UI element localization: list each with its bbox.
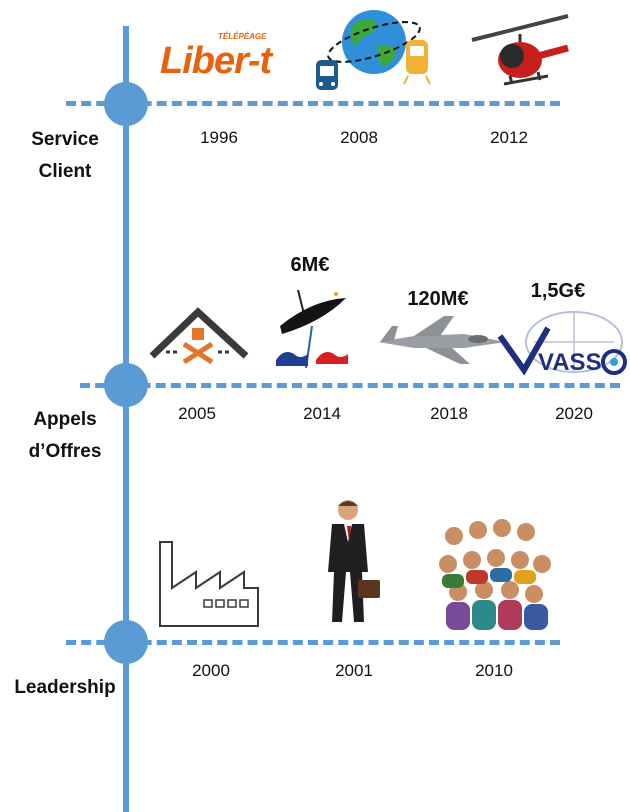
vassco-logo: VASS bbox=[497, 311, 627, 376]
year-label: 2000 bbox=[192, 661, 230, 680]
factory-icon bbox=[159, 541, 259, 627]
businessman-icon bbox=[328, 500, 380, 622]
section-label-leadership: Leadership bbox=[0, 672, 130, 704]
timeline-vertical-line bbox=[123, 26, 129, 812]
globe-bus-train-icon bbox=[316, 10, 431, 90]
section-label-line: Leadership bbox=[14, 677, 116, 698]
year-label: 2014 bbox=[303, 404, 341, 423]
fighter-jet-icon bbox=[378, 316, 506, 364]
year-label: 2010 bbox=[475, 661, 513, 680]
section-label-appels-offres: Appels d’Offres bbox=[10, 404, 120, 468]
space-agency-logo bbox=[276, 289, 348, 369]
timeline-node-appels-offres bbox=[104, 363, 148, 407]
timeline-node-leadership bbox=[104, 620, 148, 664]
year-label: 2005 bbox=[178, 404, 216, 423]
section-label-line: d’Offres bbox=[28, 441, 102, 462]
liber-t-logo: TÉLÉPÉAGE Liber-t bbox=[160, 32, 272, 83]
house-tools-icon bbox=[149, 307, 249, 365]
section-label-line: Client bbox=[38, 161, 92, 182]
amount-label: 1,5G€ bbox=[530, 280, 586, 302]
amount-label: 120M€ bbox=[407, 288, 469, 310]
timeline-branch-appels-offres bbox=[80, 383, 620, 388]
amount-label: 6M€ bbox=[290, 254, 330, 276]
section-label-line: Appels bbox=[33, 409, 97, 430]
year-label: 1996 bbox=[200, 128, 238, 147]
year-label: 2012 bbox=[490, 128, 528, 147]
liber-t-logo-small: TÉLÉPÉAGE bbox=[218, 32, 267, 41]
section-label-service-client: Service Client bbox=[10, 124, 120, 188]
helicopter-icon bbox=[471, 14, 569, 86]
section-label-line: Service bbox=[31, 129, 99, 150]
year-label: 2018 bbox=[430, 404, 468, 423]
liber-t-logo-text: Liber-t bbox=[160, 40, 272, 82]
timeline-branch-leadership bbox=[66, 640, 560, 645]
crowd-icon bbox=[439, 519, 551, 630]
timeline-node-service-client bbox=[104, 82, 148, 126]
vassco-logo-text: VASS bbox=[538, 349, 602, 376]
year-label: 2001 bbox=[335, 661, 373, 680]
year-label: 2008 bbox=[340, 128, 378, 147]
year-label: 2020 bbox=[555, 404, 593, 423]
timeline-branch-service-client bbox=[66, 101, 560, 106]
